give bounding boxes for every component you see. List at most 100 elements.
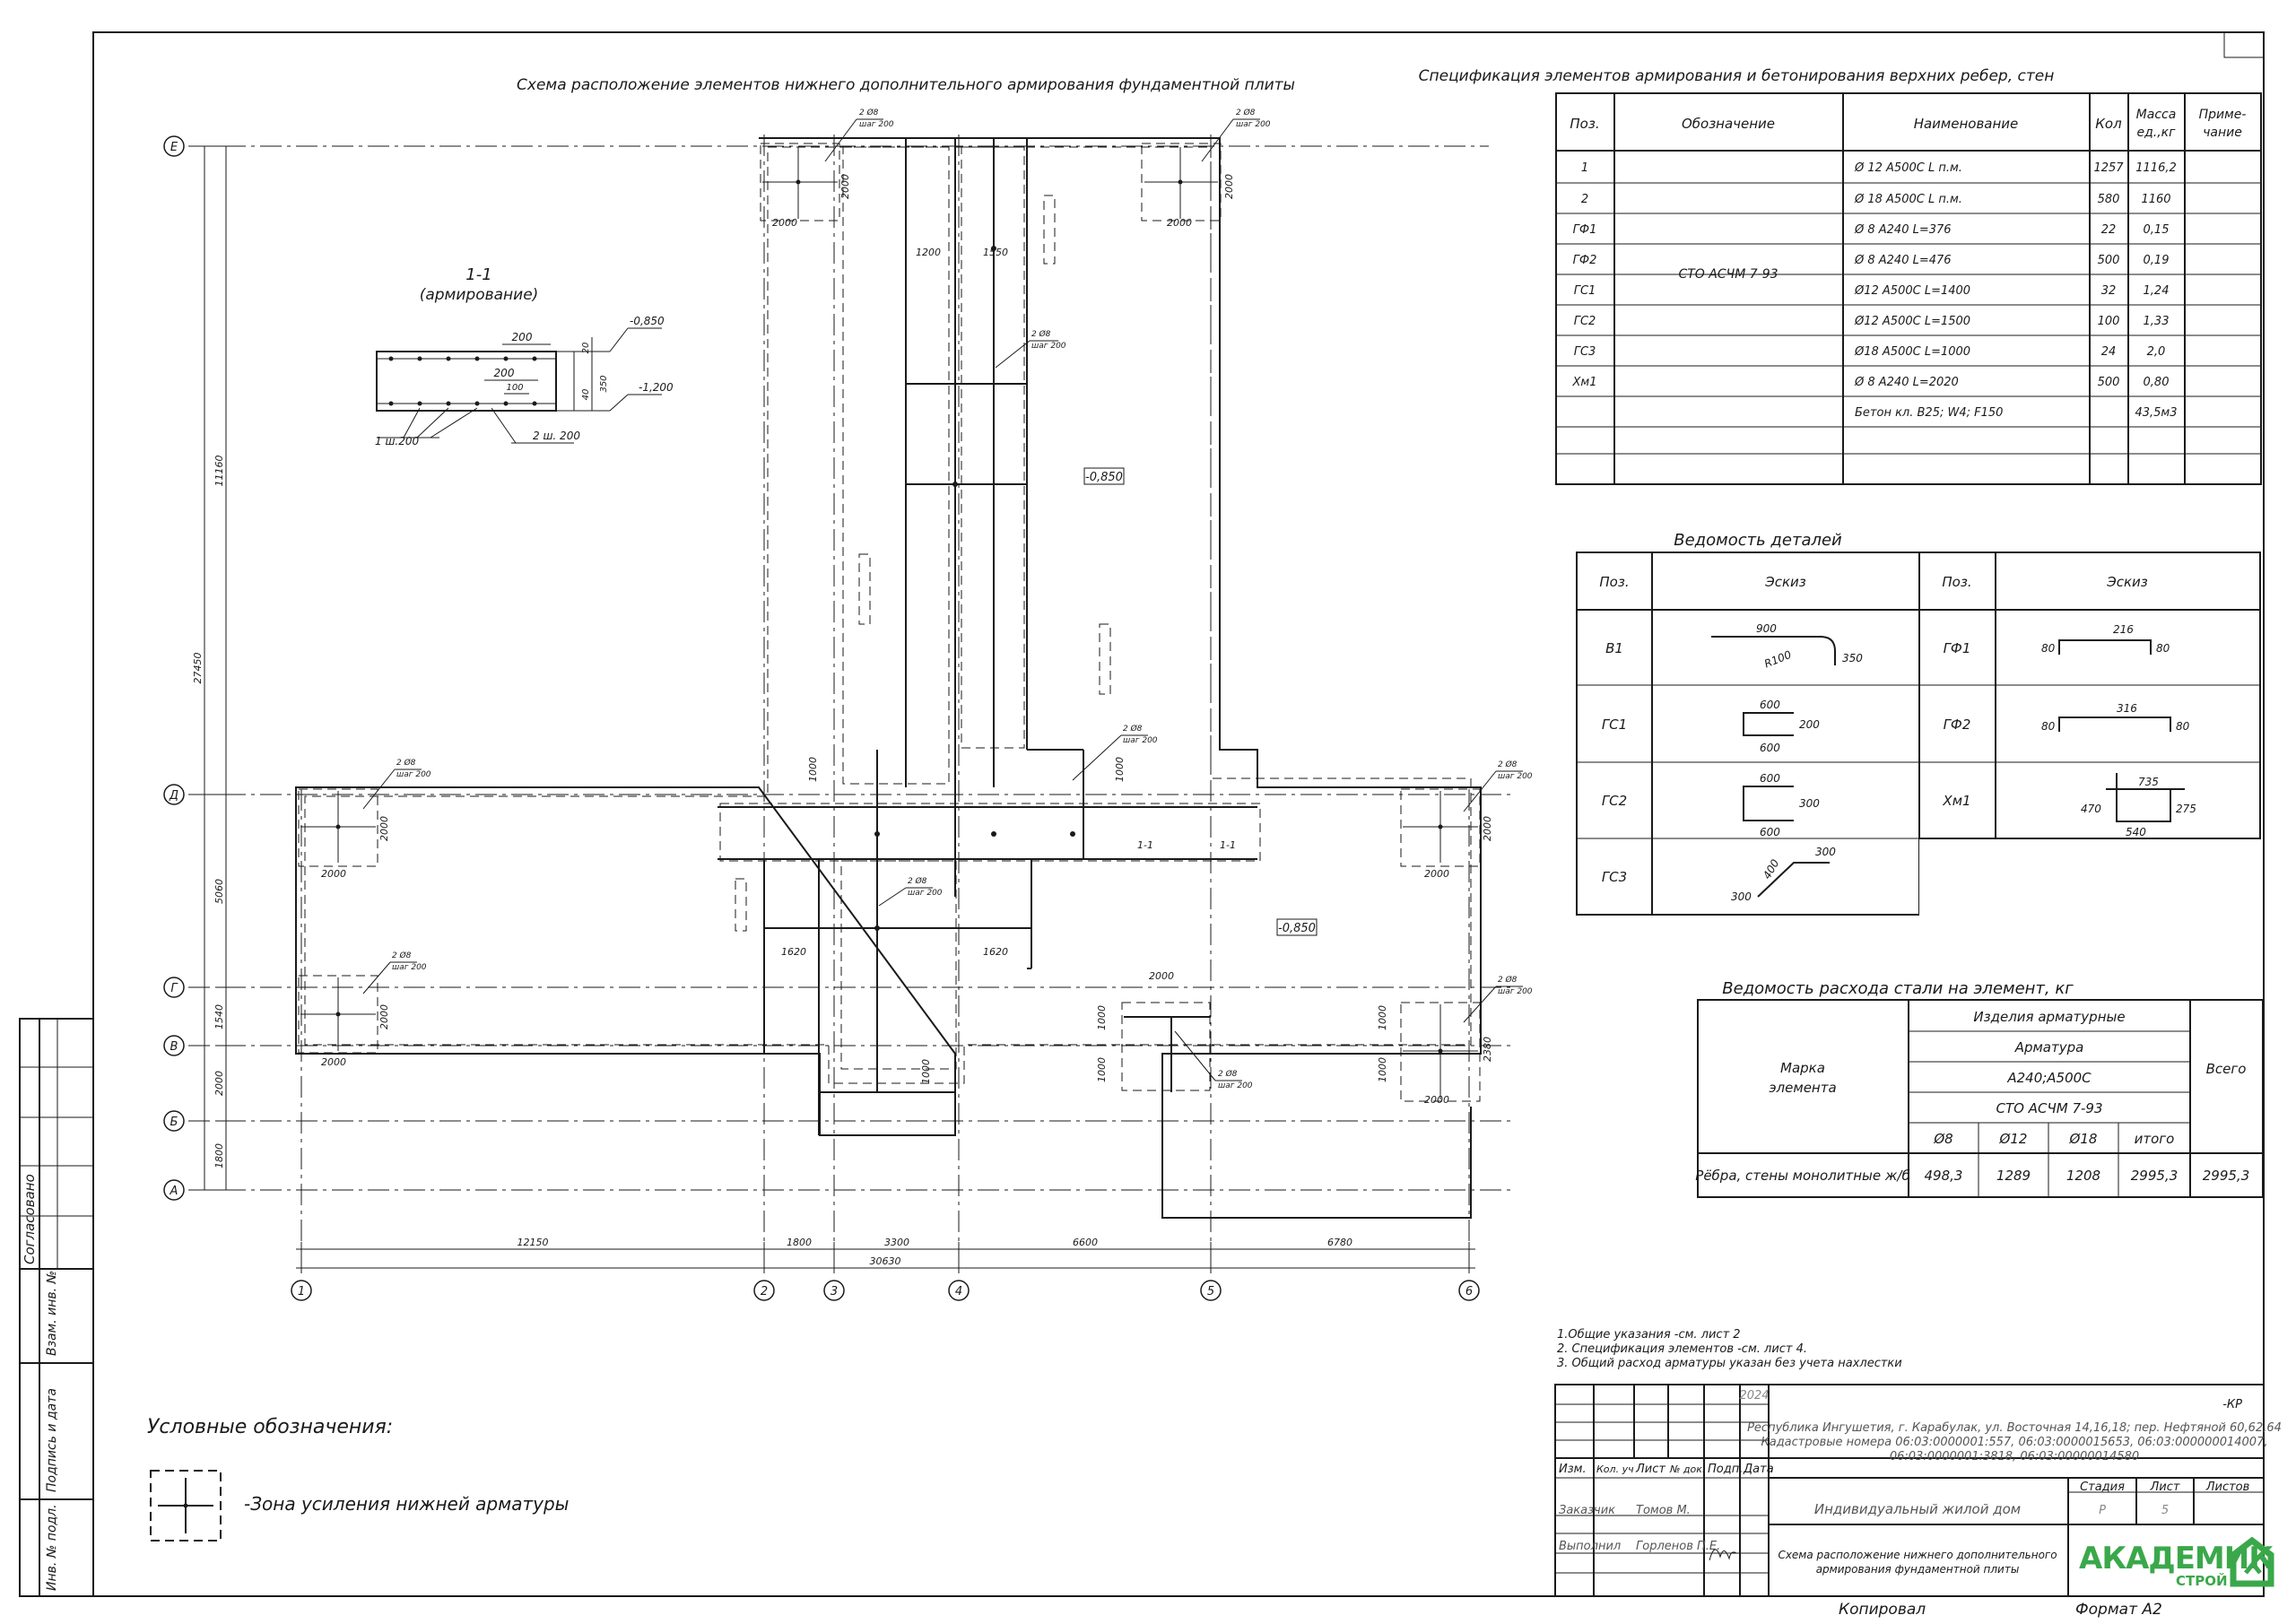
section-level-top: -0,850: [630, 315, 665, 327]
spec-row-pos: 1: [1581, 161, 1588, 175]
steel-table: Ведомость расхода стали на элемент, кг М…: [1695, 979, 2264, 1198]
note-d-right-2: шаг 200: [1498, 772, 1533, 781]
note-3: 3. Общий расход арматуры указан без учет…: [1557, 1357, 1902, 1370]
detail-gf1-a: 216: [2113, 623, 2134, 636]
steel-col-18: Ø18: [2069, 1131, 2098, 1147]
note-g-left-2: шаг 200: [392, 963, 427, 972]
details-h-pos-2: Поз.: [1942, 574, 1971, 590]
legend-zone-icon: [150, 1470, 222, 1541]
spec-h-pos: Поз.: [1570, 116, 1599, 132]
spec-row-qty: 500: [2098, 376, 2120, 389]
spec-row-pos: ГФ1: [1573, 223, 1597, 237]
axis-G: Г: [170, 982, 178, 995]
detail-xm1-c: 540: [2126, 826, 2146, 838]
steel-mark-1: Марка: [1780, 1060, 1825, 1076]
stamp-sheet: 5: [2161, 1504, 2169, 1517]
zone-dim-h-4: 2000: [378, 1004, 390, 1029]
company-logo: АКАДЕМИК СТРОЙ: [2079, 1535, 2274, 1589]
spec-row-mass: 1,33: [2144, 315, 2170, 328]
spec-row-name: Ø 8 A240 L=376: [1854, 223, 1952, 237]
note-d-right-1: 2 Ø8: [1498, 760, 1518, 769]
spec-row-mass: 43,5м3: [2135, 406, 2177, 420]
detail-gf2-b: 80: [2041, 720, 2056, 733]
axis-bubbles-numbers: 1 2 3 4 5 6: [291, 1280, 1480, 1301]
note-mid-1: 2 Ø8: [1123, 724, 1143, 734]
spec-row-mass: 0,15: [2144, 223, 2170, 237]
detail-v1-pos: В1: [1605, 640, 1623, 656]
side-inv-vzam: Взам. инв. №: [45, 1271, 59, 1356]
dim-bottom-total: 30630: [870, 1255, 901, 1267]
spec-row-pos: ГФ2: [1573, 254, 1597, 267]
spec-row-qty: 580: [2098, 193, 2120, 206]
notes: 1.Общие указания -см. лист 2 2. Специфик…: [1557, 1328, 1902, 1370]
stamp-stage: Р: [2099, 1504, 2106, 1517]
zone-dim-w-5: 2000: [1424, 868, 1449, 880]
plan-title: Схема расположение элементов нижнего доп…: [517, 76, 1295, 94]
details-h-sketch-1: Эскиз: [1764, 574, 1806, 590]
section-title: 1-1: [465, 265, 491, 284]
detail-gs1-pos: ГС1: [1602, 716, 1627, 733]
zone-cut-2: 1-1: [1137, 839, 1153, 851]
steel-rebar: Арматура: [2014, 1039, 2084, 1055]
stamp-stage-h: Стадия: [2080, 1481, 2125, 1494]
steel-total-h: Всего: [2206, 1061, 2247, 1077]
note-v-mid-2: шаг 200: [1218, 1081, 1253, 1090]
spec-row-name: Ø12 A500C L=1500: [1854, 315, 1970, 328]
detail-xm1-a: 735: [2138, 776, 2159, 788]
side-sign-date: Подпись и дата: [45, 1388, 59, 1492]
spec-row-pos: 2: [1581, 193, 1588, 206]
stamp-executor-label: Выполнил: [1559, 1540, 1621, 1553]
side-agreed: Согласовано: [22, 1174, 38, 1264]
section-level-bottom: -1,200: [639, 381, 674, 394]
slab-dashed-contour: [304, 146, 1472, 1084]
spec-row-mass: 1,24: [2144, 284, 2170, 298]
spec-row-mass: 1116,2: [2135, 161, 2177, 175]
zone-dim-1550: 1550: [983, 247, 1008, 258]
stamp-h-data: Дата: [1743, 1463, 1774, 1476]
svg-text:Приме-: Приме-: [2199, 108, 2247, 122]
dim-left-4: 2000: [213, 1071, 225, 1096]
slab-outline: [295, 137, 1482, 1219]
top-corner-box: [2223, 31, 2265, 58]
detail-gs2-a: 600: [1760, 772, 1780, 785]
zone-dim-w-3: 2000: [321, 868, 346, 880]
sketch-gs3: [1757, 862, 1830, 898]
side-inv-podl: Инв. № подл.: [45, 1504, 59, 1591]
spec-row-mass: 2,0: [2147, 345, 2166, 359]
sketch-xm1: [2106, 773, 2185, 822]
note-rib-1: 2 Ø8: [1031, 329, 1051, 339]
svg-text:чание: чание: [2203, 126, 2242, 140]
note-e-left-1: 2 Ø8: [859, 108, 879, 117]
axis-V: В: [170, 1040, 178, 1054]
note-mid-2: шаг 200: [1123, 736, 1158, 745]
detail-gs3-c: 300: [1731, 890, 1752, 903]
legend-title: Условные обозначения:: [147, 1416, 393, 1438]
spec-row-qty: 1257: [2093, 161, 2124, 175]
zone-dim-w-1: 2000: [772, 217, 797, 229]
detail-gs2-c: 600: [1760, 826, 1780, 838]
foundation-plan: -0,850 -0,850 2 Ø8 шаг 200 2 Ø8 шаг 200 …: [163, 108, 1533, 1301]
zone-dim-1000-a: 1000: [807, 757, 819, 782]
sketch-gf1: [2058, 639, 2152, 655]
axis-B: Б: [170, 1116, 178, 1129]
axis-1: 1: [298, 1285, 305, 1298]
spec-row-pos: ГС2: [1574, 315, 1596, 328]
stamp-cadastral-2: 06:03:0000001:3818, 06:03:00000014580: [1890, 1450, 2139, 1463]
stamp-sheet-h: Лист: [2150, 1481, 2180, 1494]
stamp-drawing-2: армирования фундаментной плиты: [1816, 1563, 2020, 1576]
sketch-gs2: [1743, 786, 1794, 821]
section-bar-1: 1 ш.200: [375, 435, 420, 447]
spec-row-pos: ГС1: [1574, 284, 1596, 298]
signature-mark: [1709, 1549, 1737, 1561]
spec-row-name: Ø 8 A240 L=2020: [1854, 376, 1959, 389]
spec-row-qty: 32: [2101, 284, 2117, 298]
axis-bubbles-letters: Е Д Г В Б А: [163, 135, 185, 1201]
steel-col-itogo: итого: [2135, 1131, 2175, 1147]
dim-left-3: 1540: [213, 1004, 225, 1029]
details-h-pos-1: Поз.: [1599, 574, 1629, 590]
sketch-gs1: [1743, 712, 1794, 736]
zone-dim-1620b: 1620: [983, 946, 1008, 958]
detail-gf2-c: 80: [2176, 720, 2190, 733]
spec-row-qty: 22: [2101, 223, 2117, 237]
stamp-cadastral-1: Кадастровые номера 06:03:0000001:557, 06…: [1761, 1436, 2268, 1449]
